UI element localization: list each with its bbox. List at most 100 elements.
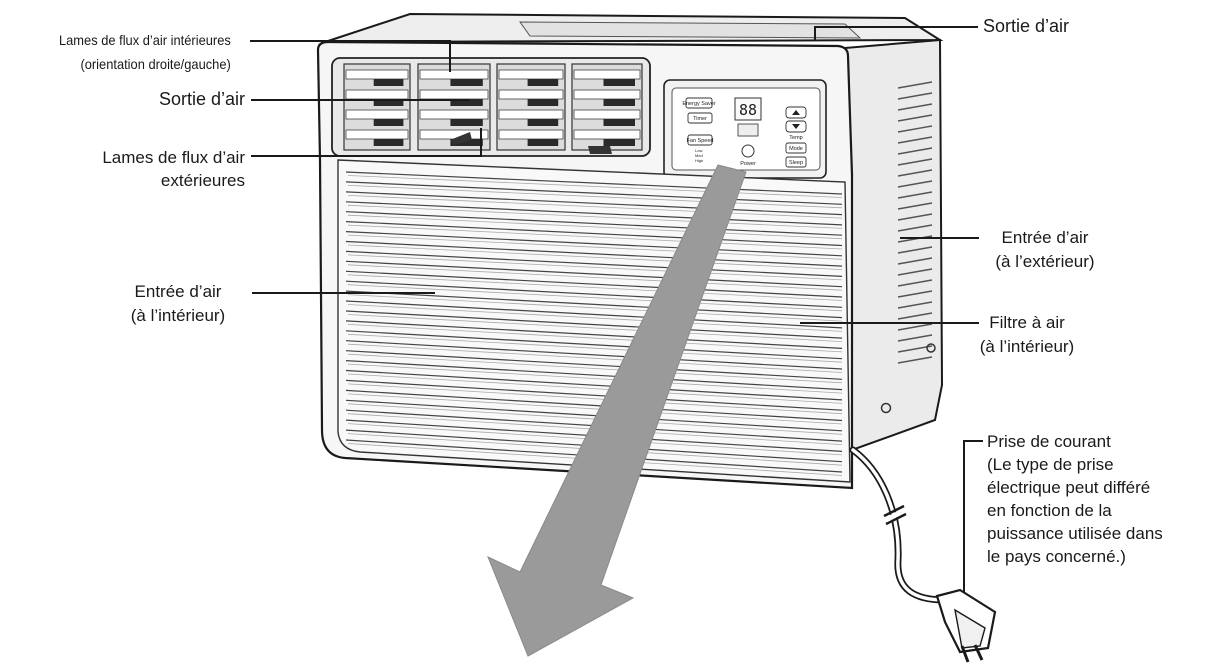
air-inlet-inside-label-line2: (à l’intérieur) [130,306,226,325]
grille-slat-shadow [347,264,843,291]
side-vent-slot [897,268,933,276]
louver-shadow [603,139,635,146]
inner-louvers-sub-label: (orientation droite/gauche) [80,56,231,72]
sleep-label: Sleep [789,160,803,166]
louver-shadow [527,99,559,106]
mode-label: Mode [789,146,803,152]
side-vent-slot [897,103,933,111]
louver-blade [419,129,489,140]
louver-blade [419,89,489,100]
power-icon[interactable] [741,144,755,158]
side-screw [880,402,892,414]
timer-button[interactable]: Timer [687,112,713,124]
louver-blade [345,109,409,120]
side-vent-slot [897,114,933,122]
grille-slat [345,389,843,422]
side-vent-slot [897,312,933,320]
energy-saver-button[interactable]: Energy Saver [682,97,716,109]
fan-low-label: Low [695,148,702,153]
grille-slat [345,260,843,288]
power-cord-inner [851,448,947,602]
fan-speed-label: Fan Speed [687,138,714,144]
louver-blade [498,109,564,120]
air-inlet-outside-label-line1: Entrée d’air [1001,228,1089,247]
louver-blade [573,109,641,120]
grille-slat [345,310,843,339]
side-vent-slot [897,290,933,298]
louver-shadow [373,139,404,146]
unit-side-panel [843,38,944,452]
plug-label-line4: en fonction de la [987,501,1112,520]
air-inlet-inside-label-line1: Entrée d’air [134,282,222,301]
louver-blade [498,129,564,140]
side-vent-slot [897,169,933,177]
plug-label-line1: Prise de courant [987,432,1111,451]
grille-slat-shadow [347,383,843,415]
grille-slat [345,379,843,411]
side-vent-slot [897,191,933,199]
grille-slat [345,171,843,195]
plug-label-line6: le pays concerné.) [987,547,1126,566]
power-label: Power [740,161,756,167]
louver-shadow [373,79,404,86]
grille-slat-shadow [347,294,843,322]
grille-slat [345,300,843,329]
louver-shadow [373,119,404,126]
air-inlet-outside-label-line2: (à l’extérieur) [995,252,1095,271]
grille-slat-shadow [347,314,843,342]
side-vent-slot [897,356,933,364]
grille-slat [345,191,843,216]
louver-tab [450,132,472,145]
grille-slat-shadow [347,363,843,394]
louver-shadow [450,119,483,126]
louver-shadow [373,99,404,106]
grille-slat-shadow [347,353,843,384]
louver-shadow [450,99,483,106]
grille-slat-shadow [347,284,843,312]
sleep-button[interactable]: Sleep [785,156,807,168]
louver-shadow [603,79,635,86]
top-vent-slots [519,21,862,39]
grille-slat-shadow [347,324,843,353]
grille-slat-shadow [347,214,843,240]
plug-label-line5: puissance utilisée dans [987,524,1163,543]
grille-slat-shadow [347,204,843,229]
indicator-window [737,123,759,137]
grille-slat-shadow [347,185,843,209]
air-outlet-left-label: Sortie d’air [158,89,245,109]
air-outlet-top-label: Sortie d’air [983,16,1070,36]
air-inlet-grille-slats [345,171,843,476]
side-vent-slot [897,92,933,100]
louver-blade [419,69,489,80]
cord-break-mark [883,504,907,526]
side-vent-slot [897,180,933,188]
grille-slat [345,181,843,205]
louver-blade [573,69,641,80]
grille-slat [345,221,843,247]
grille-slat-shadow [347,333,843,363]
grille-slat-shadow [347,304,843,332]
side-vent-slot [897,323,933,331]
grille-slat [345,399,843,432]
grille-slat [345,330,843,360]
grille-slat [345,340,843,370]
louver-tab [588,146,612,154]
temperature-display [734,97,762,121]
louver-shadow [450,79,483,86]
mode-button[interactable]: Mode [785,142,807,154]
fan-speed-button[interactable]: Fan Speed [687,134,714,146]
grille-slat [345,369,843,401]
fan-med-label: Med [695,153,703,158]
side-vent-slot [897,136,933,144]
inner-louvers [343,63,643,154]
side-vent-slot [897,125,933,133]
side-vent-slot [897,334,933,342]
louver-blade [498,69,564,80]
louver-shadow [527,119,559,126]
grille-slat [345,360,843,391]
grille-slat [345,270,843,298]
louver-blade [573,89,641,100]
louver-shadow [527,139,559,146]
grille-slat-shadow [347,343,843,373]
grille-slat-shadow [347,393,843,425]
